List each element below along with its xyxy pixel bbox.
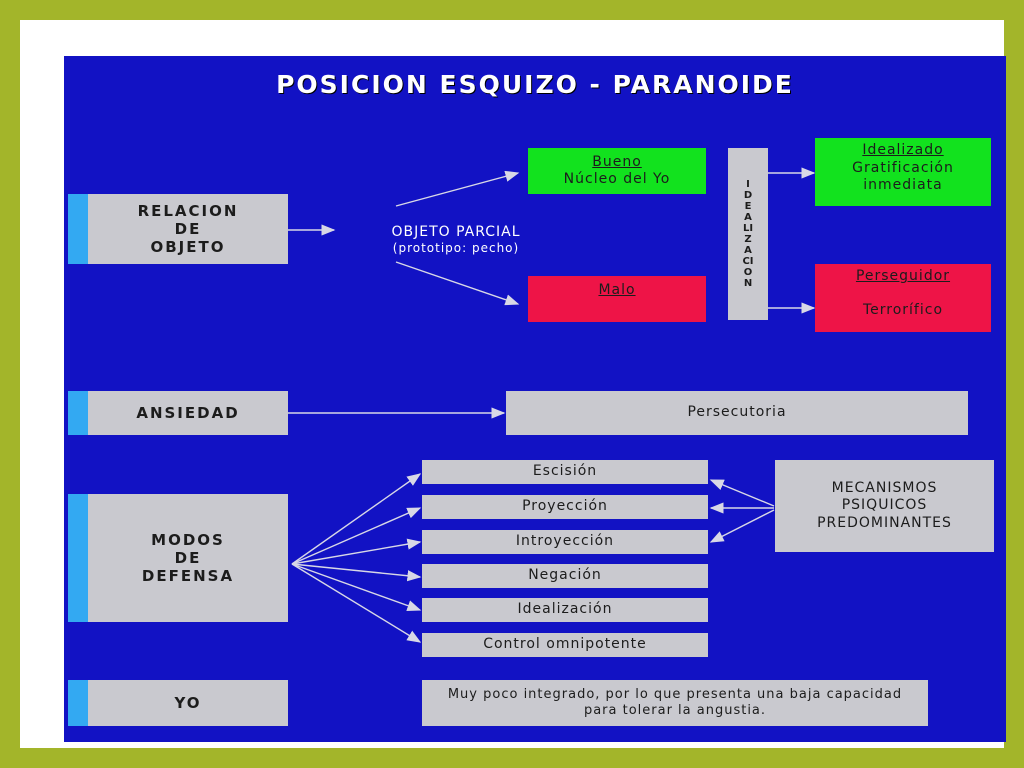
defensa-item-text: Introyección [515,533,615,550]
yo-description-box: Muy poco integrado, por lo que presenta … [422,680,928,726]
objeto-parcial-title: OBJETO PARCIAL [391,223,521,240]
relacion-objeto-text: RELACION DE OBJETO [137,202,239,256]
malo-title: Malo [598,282,636,298]
idealizado-box: Idealizado Gratificación inmediata [815,138,991,206]
ansiedad-text: ANSIEDAD [136,404,240,422]
yo-description: Muy poco integrado, por lo que presenta … [447,686,903,718]
arrow-mecanismos-introyeccion [709,509,775,543]
defensa-item-text: Proyección [522,498,608,515]
mecanismos-text: MECANISMOS PSIQUICOS PREDOMINANTES [817,479,952,531]
persecutoria-text: Persecutoria [687,404,787,421]
bueno-title: Bueno [592,153,642,170]
idealizacion-bar: IDEALIZACION [728,148,768,320]
yo-label: YO [68,680,288,726]
arrow-defensa-introyeccion [291,538,422,565]
slide-frame: POSICION ESQUIZO - PARANOIDE RELACION DE… [20,20,1006,748]
label-tab [68,391,88,435]
idealizado-sub: Gratificación inmediata [852,159,954,194]
label-tab [68,680,88,726]
idealizado-title: Idealizado [862,142,944,158]
yo-text: YO [174,694,202,712]
label-tab [68,494,88,622]
arrow-objeto-bueno [395,170,520,207]
objeto-parcial-node: OBJETO PARCIAL (prototipo: pecho) [346,220,566,260]
objeto-parcial-sub: (prototipo: pecho) [392,241,520,256]
arrow-defensa-escision [291,473,422,565]
defensa-item-text: Control omnipotente [483,636,647,653]
defensa-item-introyeccion: Introyección [422,530,708,554]
defensa-item-control: Control omnipotente [422,633,708,657]
bueno-sub: Núcleo del Yo [563,171,671,187]
persecutoria-box: Persecutoria [506,391,968,435]
connector-arrows [288,167,816,643]
perseguidor-box: Perseguidor Terrorífico [815,264,991,332]
page-title: POSICION ESQUIZO - PARANOIDE [276,70,794,99]
defensa-text: MODOS DE DEFENSA [141,531,235,585]
defensa-item-escision: Escisión [422,460,708,484]
defensa-label: MODOS DE DEFENSA [68,494,288,622]
mecanismos-box: MECANISMOS PSIQUICOS PREDOMINANTES [775,460,994,552]
defensa-item-text: Idealización [517,601,613,618]
defensa-item-idealizacion: Idealización [422,598,708,622]
arrow-defensa-proyeccion [291,507,422,565]
defensa-item-proyeccion: Proyección [422,495,708,519]
arrow-defensa-negacion [291,563,422,582]
perseguidor-title: Perseguidor [855,268,951,284]
slide: POSICION ESQUIZO - PARANOIDE RELACION DE… [64,56,1006,742]
arrow-objeto-malo [395,261,520,306]
defensa-item-text: Escisión [532,463,598,480]
bueno-box: Bueno Núcleo del Yo [528,148,706,194]
defensa-item-text: Negación [528,567,602,584]
arrow-defensa-control [291,563,422,643]
perseguidor-sub: Terrorífico [862,301,944,318]
label-tab [68,194,88,264]
idealizacion-vertical-text: IDEALIZACION [742,179,754,289]
relacion-objeto-label: RELACION DE OBJETO [68,194,288,264]
malo-box: Malo [528,276,706,322]
ansiedad-label: ANSIEDAD [68,391,288,435]
arrow-mecanismos-escision [709,479,775,507]
defensa-item-negacion: Negación [422,564,708,588]
arrow-defensa-idealizacion [291,563,422,612]
